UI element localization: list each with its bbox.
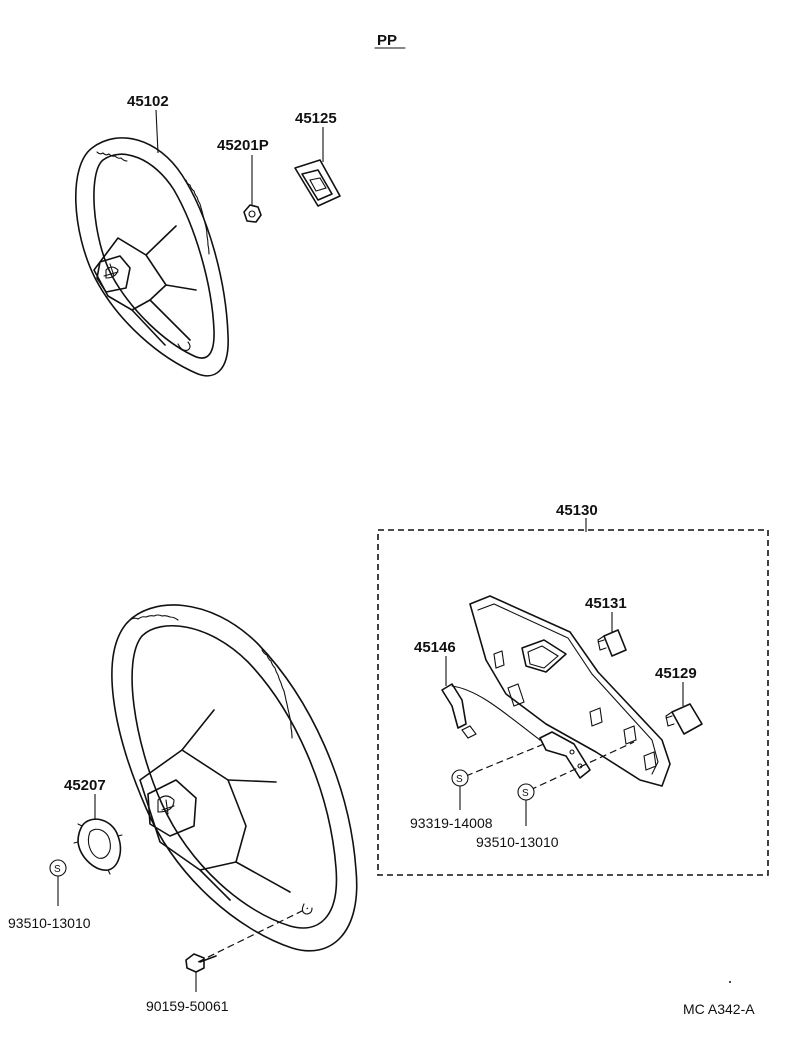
- spring-ring-icon: [73, 818, 123, 875]
- svg-text:S: S: [54, 864, 61, 875]
- part-label-93319: 93319-14008: [410, 815, 493, 831]
- part-label-45125: 45125: [295, 110, 337, 127]
- mounting-plate-icon: [539, 731, 591, 779]
- part-label-45129: 45129: [655, 665, 697, 682]
- standard-part-symbol: S: [451, 769, 469, 787]
- part-label-90159: 90159-50061: [146, 998, 229, 1014]
- svg-text:S: S: [456, 774, 463, 785]
- part-label-45207: 45207: [64, 777, 106, 794]
- horn-button-icon: [294, 159, 341, 207]
- part-label-45102: 45102: [127, 93, 169, 110]
- stray-mark: [729, 981, 731, 983]
- part-label-93510-left: 93510-13010: [8, 915, 91, 931]
- bolt-icon: [185, 953, 217, 973]
- standard-part-symbol: S: [49, 859, 67, 877]
- part-label-45201p: 45201P: [217, 137, 269, 154]
- steering-wheel-lower-icon: [111, 604, 358, 952]
- screw-dash-line-2: [529, 741, 635, 791]
- assembly-box: [377, 529, 769, 876]
- part-label-45146: 45146: [414, 639, 456, 656]
- figure-code: MC A342-A: [683, 1001, 755, 1017]
- svg-text:S: S: [522, 788, 529, 799]
- part-label-45130: 45130: [556, 502, 598, 519]
- part-label-93510-right: 93510-13010: [476, 834, 559, 850]
- horn-pad-cover-icon: [469, 595, 671, 787]
- screw-dash-line-1: [465, 743, 545, 777]
- bracket-icon: [441, 683, 541, 741]
- clip-icon: [665, 703, 703, 735]
- header-code: PP: [377, 32, 397, 49]
- part-label-45131: 45131: [585, 595, 627, 612]
- leader-45102: [155, 109, 159, 154]
- bolt-dash-line: [197, 907, 309, 963]
- standard-part-symbol: S: [517, 783, 535, 801]
- clip-icon: [597, 629, 627, 657]
- steering-wheel-upper-icon: [74, 137, 229, 377]
- nut-icon: [243, 204, 262, 223]
